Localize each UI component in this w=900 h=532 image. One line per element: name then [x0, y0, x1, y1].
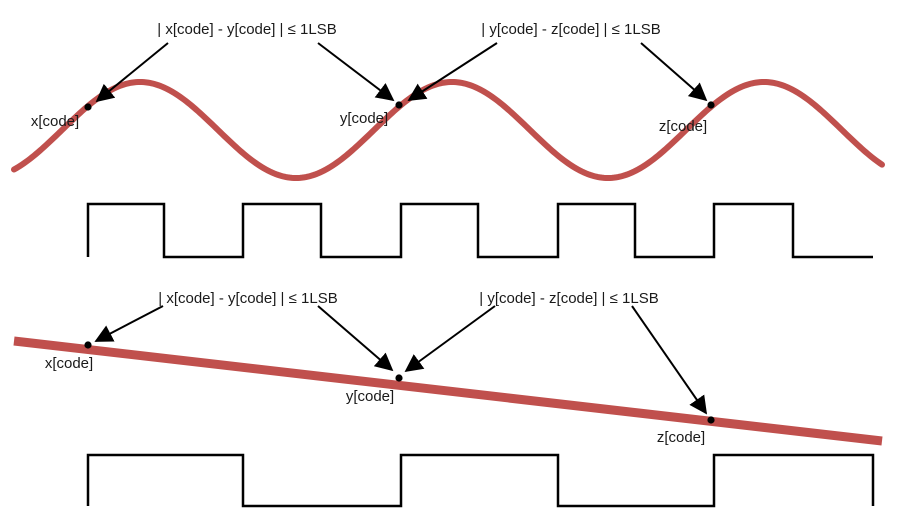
top-arrow-x	[95, 42, 169, 103]
top-label-x: x[code]	[31, 113, 79, 130]
top-arrow-y-right	[407, 42, 498, 101]
bottom-condition-yz: | y[code] - z[code] | ≤ 1LSB	[479, 290, 658, 307]
bottom-arrow-y-left	[317, 305, 394, 372]
top-arrow-y-left	[317, 42, 395, 102]
top-panel: | x[code] - y[code] | ≤ 1LSB | y[code] -…	[11, 21, 885, 259]
top-square-wave	[86, 202, 873, 259]
bottom-point-x	[84, 341, 92, 349]
top-condition-xy: | x[code] - y[code] | ≤ 1LSB	[157, 21, 336, 38]
bottom-arrow-x	[94, 305, 164, 342]
top-label-y: y[code]	[340, 110, 388, 127]
bottom-square-wave	[86, 453, 875, 508]
bottom-label-x: x[code]	[45, 355, 93, 372]
bottom-arrow-y-right	[404, 305, 496, 373]
top-arrow-z	[640, 42, 708, 102]
bottom-label-y: y[code]	[346, 388, 394, 405]
top-label-z: z[code]	[659, 118, 707, 135]
bottom-label-z: z[code]	[657, 429, 705, 446]
top-condition-yz: | y[code] - z[code] | ≤ 1LSB	[481, 21, 660, 38]
bottom-condition-xy: | x[code] - y[code] | ≤ 1LSB	[158, 290, 337, 307]
sine-signal	[11, 79, 885, 181]
top-point-z	[707, 101, 715, 109]
bottom-point-y	[395, 374, 403, 382]
top-point-x	[84, 103, 92, 111]
top-point-y	[395, 101, 403, 109]
bottom-panel: | x[code] - y[code] | ≤ 1LSB | y[code] -…	[13, 290, 883, 508]
bottom-arrow-z	[631, 305, 708, 415]
bottom-point-z	[707, 416, 715, 424]
ramp-signal	[13, 336, 883, 446]
